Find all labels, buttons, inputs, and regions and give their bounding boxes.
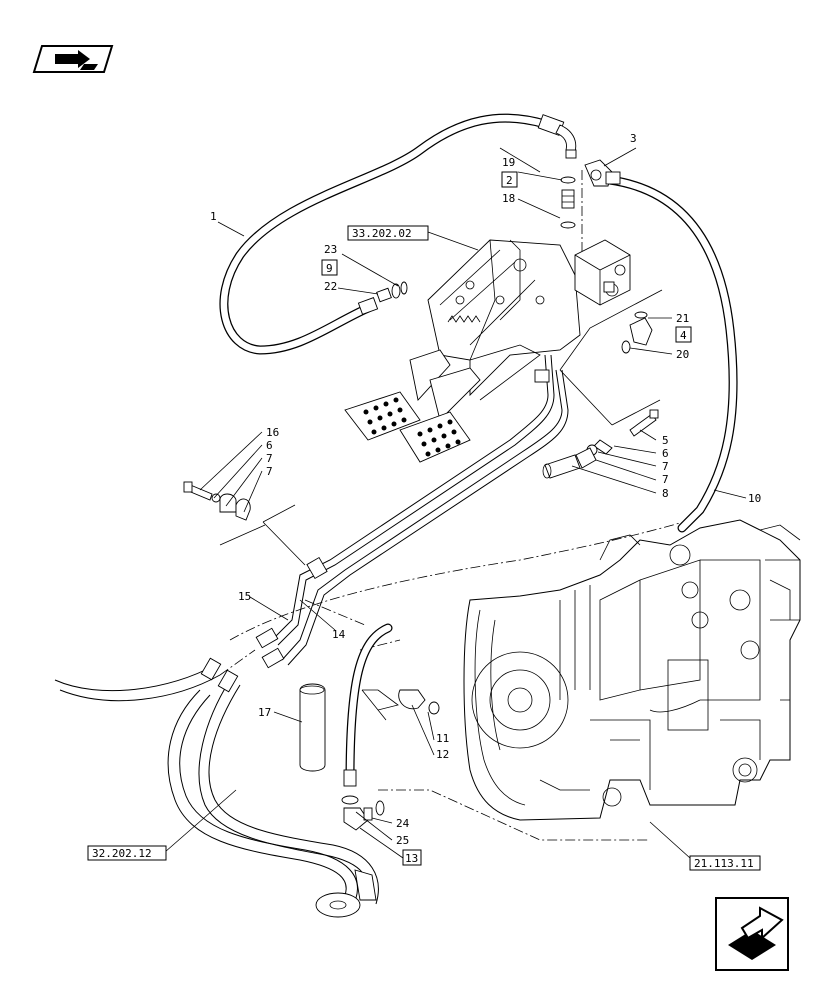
callout-8: 8	[662, 487, 669, 500]
callout-9: 9	[326, 262, 333, 275]
callout-2: 2	[506, 174, 513, 187]
callout-7a: 7	[266, 452, 273, 465]
book-arrow-icon[interactable]	[32, 45, 114, 73]
callout-10: 10	[748, 492, 761, 505]
callout-20: 20	[676, 348, 689, 361]
callout-19: 19	[502, 156, 515, 169]
callout-4: 4	[680, 329, 687, 342]
ref-label-33-202-02: 33.202.02	[352, 227, 412, 240]
brake-valve-pedal-assembly	[344, 239, 631, 463]
callout-6a: 6	[266, 439, 273, 452]
next-page-arrow-icon[interactable]	[715, 897, 789, 971]
ref-box-21-113-11[interactable]	[689, 855, 761, 871]
callout-11: 11	[436, 732, 449, 745]
callout-21: 21	[676, 312, 689, 325]
callout-7b: 7	[266, 465, 273, 478]
callout-3: 3	[630, 132, 637, 145]
callout-13: 13	[405, 852, 418, 865]
callout-14: 14	[332, 628, 346, 641]
callout-1: 1	[210, 210, 217, 223]
callout-7c: 7	[662, 460, 669, 473]
callout-16: 16	[266, 426, 279, 439]
ref-label-21-113-11: 21.113.11	[694, 857, 754, 870]
callout-7d: 7	[662, 473, 669, 486]
ref-label-32-202-12: 32.202.12	[92, 847, 152, 860]
callout-5: 5	[662, 434, 669, 447]
callout-23: 23	[324, 243, 337, 256]
callout-18: 18	[502, 192, 515, 205]
callout-12: 12	[436, 748, 449, 761]
ref-box-32-202-12[interactable]	[87, 845, 167, 861]
callout-25: 25	[396, 834, 409, 847]
callout-22: 22	[324, 280, 337, 293]
callout-6b: 6	[662, 447, 669, 460]
callout-17: 17	[258, 706, 271, 719]
ref-box-33-202-02[interactable]	[347, 225, 429, 241]
callout-15: 15	[238, 590, 251, 603]
transmission-housing	[463, 519, 801, 821]
callout-24: 24	[396, 817, 410, 830]
